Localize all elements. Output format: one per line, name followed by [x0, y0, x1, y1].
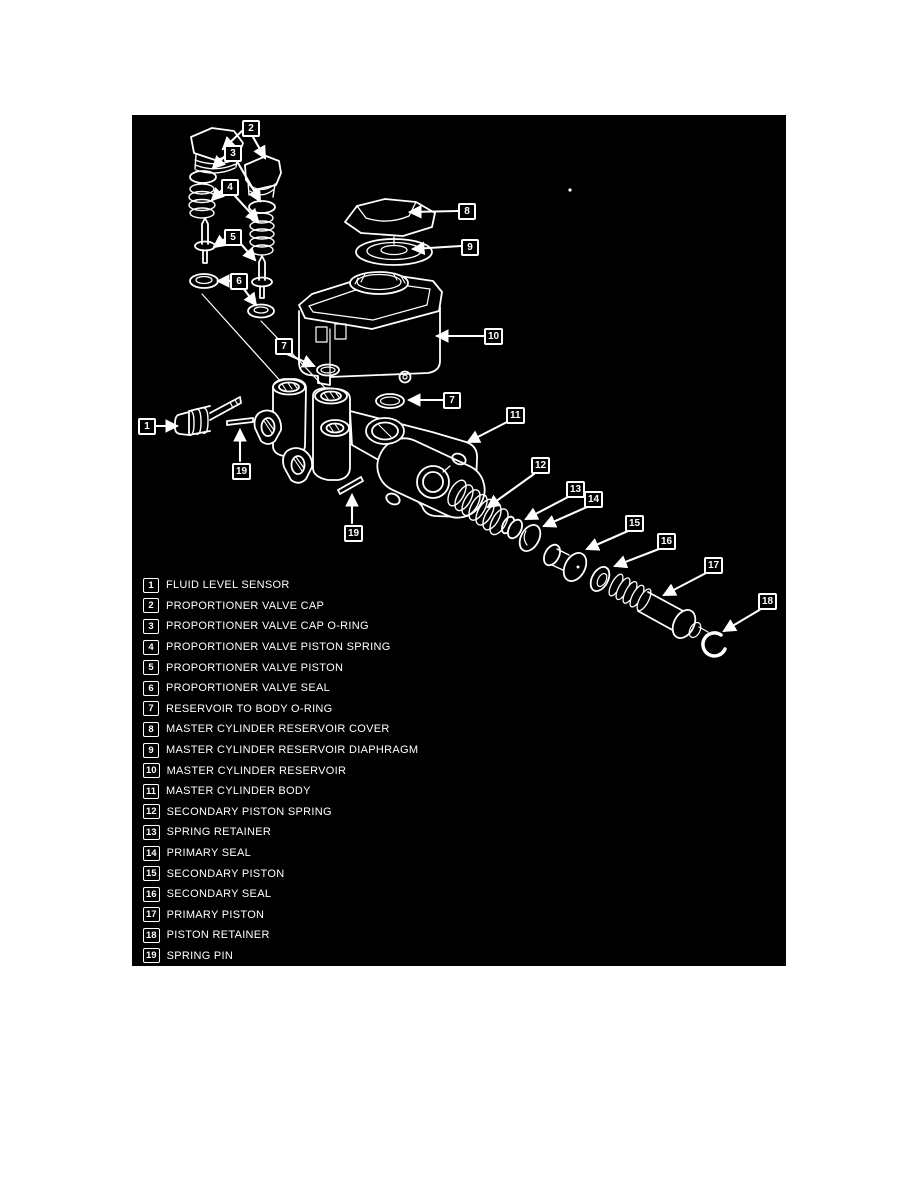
callout-2: 2	[242, 120, 260, 137]
proportioner-valve-left-parts	[188, 127, 244, 289]
legend-number-box: 6	[143, 680, 159, 696]
fluid-level-sensor-part	[174, 396, 242, 436]
legend-item-14: 14 PRIMARY SEAL	[143, 843, 418, 864]
primary-piston-part	[608, 573, 709, 639]
callout-6: 6	[230, 273, 248, 290]
body-o-ring-parts	[316, 363, 405, 409]
legend-number-box: 8	[143, 721, 159, 737]
callout-19-left: 19	[232, 463, 252, 480]
legend-number-box: 14	[143, 845, 160, 861]
legend-label: PROPORTIONER VALVE PISTON	[166, 661, 344, 674]
legend-label: SPRING RETAINER	[166, 826, 272, 839]
reservoir-part	[298, 271, 443, 386]
piston-retainer-part	[701, 631, 727, 658]
reservoir-cover-part	[344, 198, 436, 237]
legend-label: PROPORTIONER VALVE CAP O-RING	[166, 620, 369, 633]
callout-13: 13	[566, 481, 586, 498]
legend-item-5: 5 PROPORTIONER VALVE PISTON	[143, 657, 418, 678]
callout-15: 15	[625, 515, 645, 532]
secondary-seal-part	[589, 566, 611, 592]
legend-item-4: 4 PROPORTIONER VALVE PISTON SPRING	[143, 637, 418, 658]
legend-number-box: 12	[143, 804, 160, 820]
legend-number-box: 19	[143, 948, 160, 964]
legend-number-box: 16	[143, 886, 160, 902]
legend-label: PRIMARY SEAL	[166, 847, 252, 860]
legend-number-box: 13	[143, 824, 160, 840]
legend-label: PROPORTIONER VALVE CAP	[166, 599, 325, 612]
legend-item-13: 13 SPRING RETAINER	[143, 822, 418, 843]
callout-19-lower: 19	[344, 525, 364, 542]
legend-number-box: 2	[143, 598, 159, 614]
legend-item-15: 15 SECONDARY PISTON	[143, 863, 418, 884]
legend-label: PISTON RETAINER	[166, 929, 270, 942]
legend-label: PROPORTIONER VALVE SEAL	[166, 682, 331, 695]
legend-label: MASTER CYLINDER RESERVOIR	[166, 764, 347, 777]
legend-item-6: 6 PROPORTIONER VALVE SEAL	[143, 678, 418, 699]
callout-9: 9	[461, 239, 479, 256]
assembly-axis-lines	[201, 293, 329, 392]
master-cylinder-body-part	[253, 378, 486, 519]
legend-number-box: 1	[143, 577, 159, 593]
legend-number-box: 5	[143, 660, 159, 676]
callout-16: 16	[657, 533, 677, 550]
legend-label: RESERVOIR TO BODY O-RING	[166, 702, 333, 715]
callout-17: 17	[704, 557, 724, 574]
legend-item-1: 1 FLUID LEVEL SENSOR	[143, 575, 418, 596]
legend-item-10: 10 MASTER CYLINDER RESERVOIR	[143, 760, 418, 781]
legend-item-3: 3 PROPORTIONER VALVE CAP O-RING	[143, 616, 418, 637]
legend-number-box: 3	[143, 618, 159, 634]
callout-7-upper: 7	[275, 338, 293, 355]
callout-8: 8	[458, 203, 476, 220]
callout-3: 3	[224, 145, 242, 162]
legend-label: SECONDARY PISTON SPRING	[166, 805, 332, 818]
legend-number-box: 9	[143, 742, 159, 758]
scan-speck	[568, 188, 572, 192]
legend-item-19: 19 SPRING PIN	[143, 946, 418, 967]
legend-label: SECONDARY SEAL	[166, 888, 272, 901]
legend-item-2: 2 PROPORTIONER VALVE CAP	[143, 596, 418, 617]
legend-number-box: 10	[143, 763, 160, 779]
legend-item-9: 9 MASTER CYLINDER RESERVOIR DIAPHRAGM	[143, 740, 418, 761]
legend-label: MASTER CYLINDER RESERVOIR COVER	[166, 723, 390, 736]
legend-label: MASTER CYLINDER BODY	[166, 785, 311, 798]
legend-item-18: 18 PISTON RETAINER	[143, 925, 418, 946]
legend-item-12: 12 SECONDARY PISTON SPRING	[143, 802, 418, 823]
legend-label: PRIMARY PISTON	[166, 908, 265, 921]
legend-number-box: 7	[143, 701, 159, 717]
secondary-piston-part	[543, 543, 588, 582]
legend-item-11: 11 MASTER CYLINDER BODY	[143, 781, 418, 802]
legend-item-16: 16 SECONDARY SEAL	[143, 884, 418, 905]
legend-label: FLUID LEVEL SENSOR	[166, 579, 290, 592]
legend-label: PROPORTIONER VALVE PISTON SPRING	[166, 641, 391, 654]
callout-18: 18	[758, 593, 778, 610]
callout-11: 11	[506, 407, 525, 424]
secondary-piston-spring-part	[447, 479, 509, 536]
legend-label: SPRING PIN	[166, 949, 234, 962]
spring-pin-parts	[226, 417, 364, 495]
legend-number-box: 11	[143, 783, 160, 799]
legend-label: MASTER CYLINDER RESERVOIR DIAPHRAGM	[166, 744, 419, 757]
legend-item-8: 8 MASTER CYLINDER RESERVOIR COVER	[143, 719, 418, 740]
callout-7-right: 7	[443, 392, 461, 409]
legend-number-box: 15	[143, 866, 160, 882]
callout-10: 10	[484, 328, 504, 345]
exploded-parts-art	[153, 127, 763, 658]
legend-number-box: 4	[143, 639, 159, 655]
callout-5: 5	[224, 229, 242, 246]
spring-retainer-part	[500, 515, 523, 540]
legend-label: SECONDARY PISTON	[166, 867, 285, 880]
legend-number-box: 18	[143, 927, 160, 943]
legend-item-7: 7 RESERVOIR TO BODY O-RING	[143, 699, 418, 720]
proportioner-valve-right-parts	[244, 155, 282, 319]
exploded-diagram-panel: 1 2 3 4 5 6 7 7 8 9 10 11 12 13 14 15 16…	[132, 115, 786, 966]
callout-14: 14	[584, 491, 604, 508]
reservoir-diaphragm-part	[355, 236, 433, 266]
legend-item-17: 17 PRIMARY PISTON	[143, 905, 418, 926]
callout-4: 4	[221, 179, 239, 196]
legend-number-box: 17	[143, 907, 160, 923]
callout-1: 1	[138, 418, 156, 435]
callout-12: 12	[531, 457, 551, 474]
primary-seal-part	[518, 524, 542, 552]
